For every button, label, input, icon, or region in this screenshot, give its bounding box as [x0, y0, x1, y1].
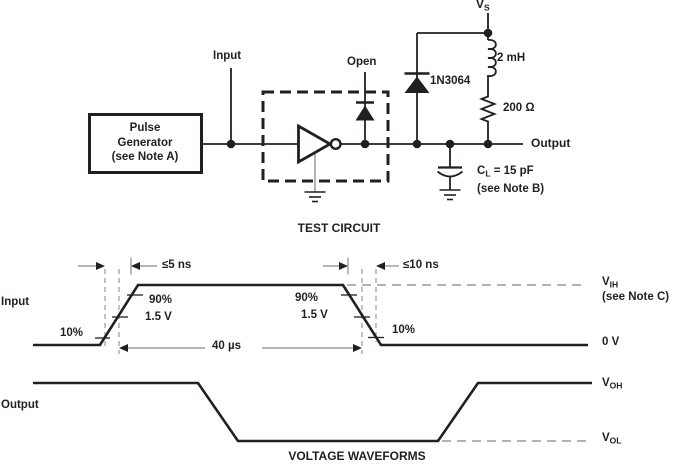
inductor-coil — [487, 39, 497, 77]
fall-time-label: ≤10 ns — [403, 259, 439, 271]
diode-label: 1N3064 — [430, 75, 471, 87]
load-capacitor — [436, 166, 464, 178]
vih-note-label: (see Note C) — [602, 291, 670, 303]
waveform-output-label: Output — [1, 399, 39, 411]
input-waveform-trace — [33, 283, 588, 347]
resistor-label: 200 Ω — [503, 102, 535, 114]
zero-volt-label: 0 V — [602, 336, 620, 348]
open-label: Open — [347, 56, 377, 68]
waveform-input-label: Input — [1, 296, 30, 308]
capacitor-ground-symbol — [439, 189, 461, 201]
clamp-diode-1n3064 — [404, 72, 430, 93]
device-under-test-dashed-box — [261, 90, 390, 183]
pulse-generator-line1: Pulse — [129, 122, 161, 135]
inductor-label: 2 mH — [497, 52, 526, 64]
open-diode — [355, 101, 375, 121]
rise-time-label: ≤5 ns — [162, 259, 192, 271]
load-capacitor-label: CL = 15 pF — [477, 165, 534, 179]
inverter-bubble — [329, 137, 342, 150]
pulse-width-label: 40 µs — [212, 340, 242, 352]
edge-tick-marks — [95, 294, 384, 339]
inverter-ground-symbol — [304, 191, 326, 203]
output-waveform-trace — [33, 381, 592, 443]
capacitor-note-label: (see Note B) — [477, 183, 545, 195]
rising-90pct-label: 90% — [149, 294, 173, 306]
vol-label: VOL — [602, 432, 622, 446]
vih-label: VIH — [602, 276, 619, 290]
junction-dots — [226, 28, 493, 149]
voltage-waveforms-title: VOLTAGE WAVEFORMS — [288, 449, 426, 463]
pulse-generator-text: Pulse Generator (see Note A) — [89, 114, 201, 172]
resistor-zigzag — [478, 93, 498, 124]
falling-90pct-label: 90% — [295, 292, 319, 304]
inverter-gate — [297, 123, 342, 192]
test-circuit-title: TEST CIRCUIT — [297, 221, 381, 235]
falling-1v5-label: 1.5 V — [301, 309, 328, 321]
vs-label: VS — [476, 0, 490, 13]
pulse-generator-line2: Generator — [117, 136, 173, 149]
voh-label: VOH — [602, 377, 623, 391]
dimension-lines — [78, 257, 399, 349]
circuit-input-label: Input — [213, 50, 242, 62]
circuit-output-label: Output — [531, 136, 571, 150]
dimension-arrowheads — [96, 262, 385, 352]
falling-10pct-label: 10% — [392, 324, 416, 336]
pulse-generator-line3: (see Note A) — [111, 151, 179, 164]
rising-10pct-label: 10% — [60, 327, 84, 339]
rising-1v5-label: 1.5 V — [145, 311, 172, 323]
pulse-generator-box — [88, 113, 203, 174]
